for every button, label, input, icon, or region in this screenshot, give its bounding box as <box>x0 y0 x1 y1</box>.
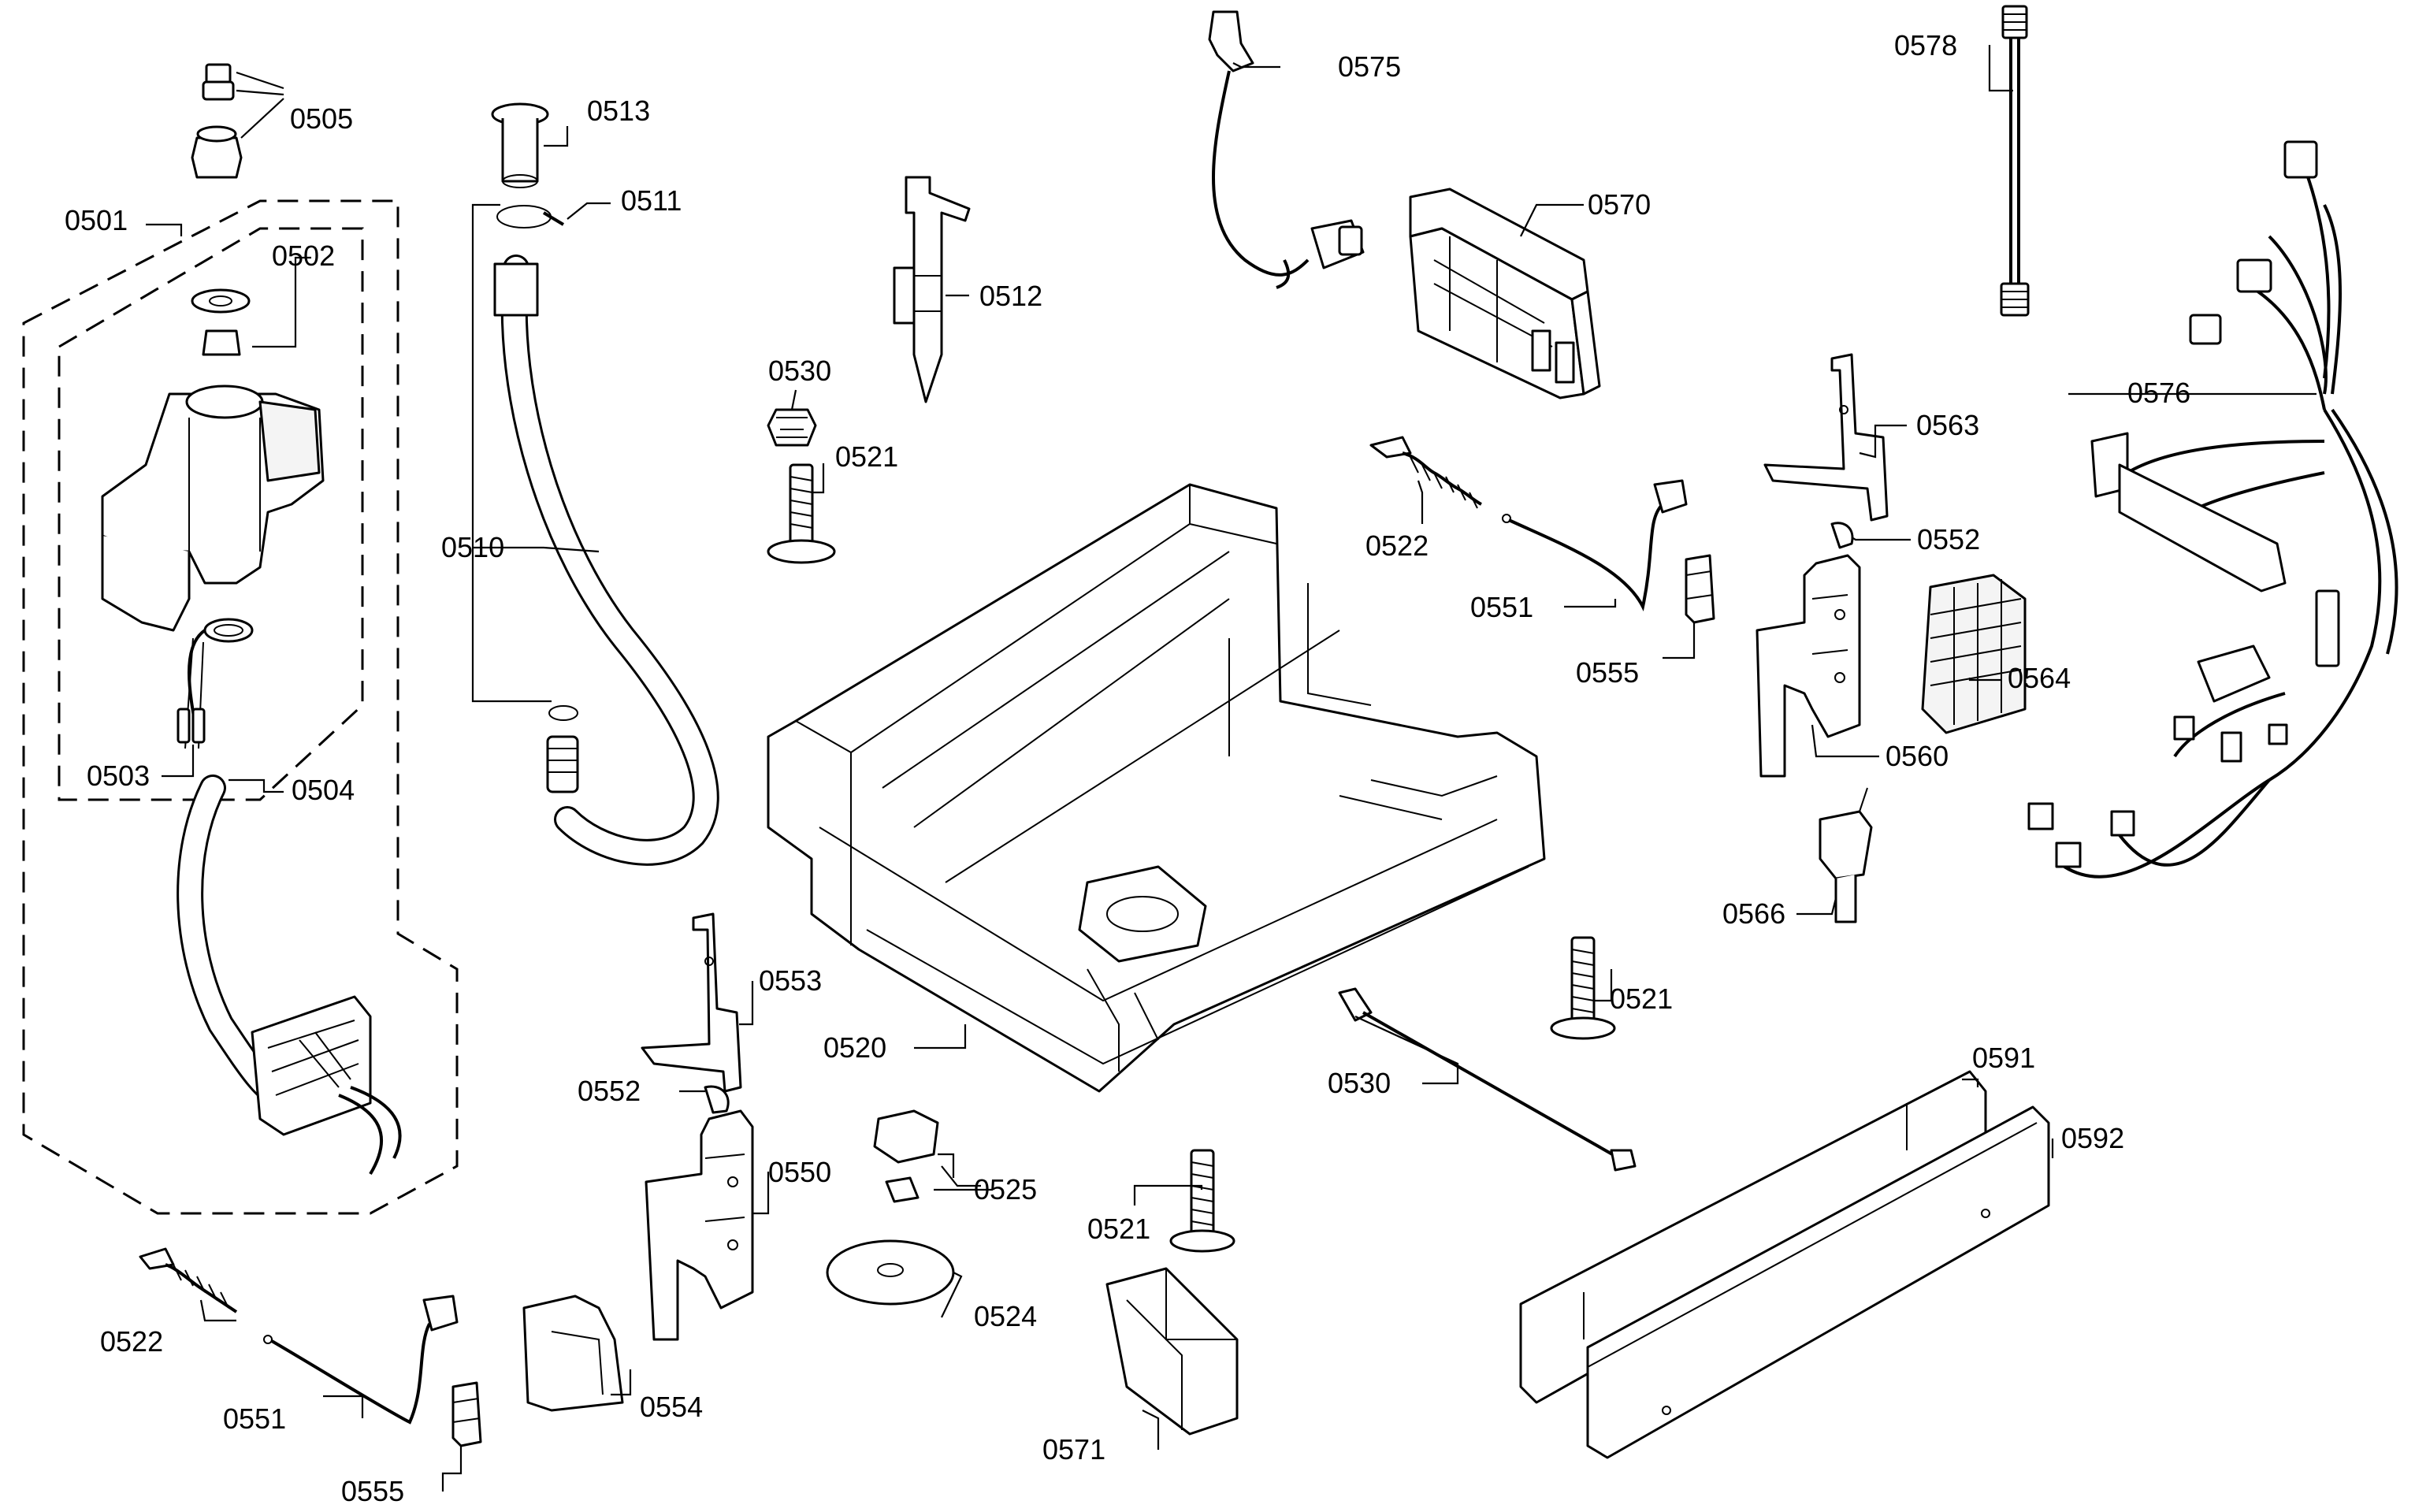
label-0575: 0575 <box>1338 50 1401 83</box>
part-0511-clamp <box>496 205 565 228</box>
label-0505: 0505 <box>290 102 353 135</box>
part-0554-cover <box>522 1295 624 1412</box>
label-0550: 0550 <box>768 1156 831 1188</box>
label-0564: 0564 <box>2008 662 2071 694</box>
label-0501: 0501 <box>65 204 128 236</box>
part-0576-wiring-harness <box>2027 140 2398 879</box>
part-0521-foot-mid <box>1550 936 1616 1040</box>
part-0566-sensor <box>1819 787 1873 923</box>
label-0521-bottom: 0521 <box>1087 1213 1150 1245</box>
part-0551-cable-right <box>1502 479 1688 611</box>
part-0510-drain-hose <box>493 254 719 866</box>
part-0592-kickplate <box>1586 1105 2050 1459</box>
label-0522-right: 0522 <box>1365 529 1429 562</box>
label-0570: 0570 <box>1588 188 1651 221</box>
part-0564-grid-cover <box>1921 574 2027 734</box>
label-0503: 0503 <box>87 760 150 792</box>
assembly-outline-0501 <box>22 199 459 1215</box>
label-0511: 0511 <box>621 184 682 217</box>
part-0552-clip-left <box>704 1085 730 1114</box>
part-0502-valve <box>101 288 325 749</box>
part-0563-hinge-bracket <box>1763 353 1889 522</box>
label-0524: 0524 <box>974 1300 1037 1332</box>
label-0576: 0576 <box>2127 377 2190 409</box>
label-0591: 0591 <box>1972 1042 2035 1074</box>
label-0578: 0578 <box>1894 29 1957 61</box>
label-0530-top: 0530 <box>768 355 831 387</box>
label-0554: 0554 <box>640 1391 703 1423</box>
part-0571-box <box>1105 1267 1239 1436</box>
part-0555-clip-left <box>451 1381 482 1447</box>
label-0555-right: 0555 <box>1576 656 1639 689</box>
part-0524-disc <box>826 1239 955 1306</box>
label-0513: 0513 <box>587 95 650 127</box>
part-0521-foot-bottom <box>1169 1149 1235 1253</box>
part-0505-fittings <box>191 63 243 179</box>
part-labels: 0505 0501 0502 0503 0504 0513 0511 0510 … <box>65 29 2190 1507</box>
label-0504: 0504 <box>292 774 355 806</box>
label-0563: 0563 <box>1916 409 1979 441</box>
label-0510: 0510 <box>441 531 504 563</box>
label-0566: 0566 <box>1722 897 1785 930</box>
part-0512-bracket <box>893 176 971 403</box>
part-0551-cable-left <box>263 1295 459 1425</box>
part-0522-spring-right <box>1369 436 1482 509</box>
label-0521-mid: 0521 <box>1610 983 1673 1015</box>
label-0512: 0512 <box>979 280 1042 312</box>
part-0555-clip-right <box>1685 554 1715 624</box>
label-0592: 0592 <box>2061 1122 2124 1154</box>
label-0551-left: 0551 <box>223 1402 286 1435</box>
label-0551-right: 0551 <box>1470 591 1533 623</box>
label-0571: 0571 <box>1042 1433 1105 1466</box>
part-0525-connector <box>873 1109 939 1203</box>
label-0520: 0520 <box>823 1031 886 1064</box>
assembly-outline-0502 <box>58 227 364 801</box>
part-0578-cable <box>2000 5 2030 317</box>
label-0530-bottom: 0530 <box>1328 1067 1391 1099</box>
leader-lines <box>146 45 2317 1492</box>
part-0521-foot-top <box>767 463 836 564</box>
label-0552-right: 0552 <box>1917 523 1980 555</box>
part-0530-rod <box>1338 987 1637 1172</box>
label-0553: 0553 <box>759 964 822 997</box>
part-0520-base-frame <box>767 483 1546 1093</box>
label-0552-left: 0552 <box>578 1075 641 1107</box>
label-0522-left: 0522 <box>100 1325 163 1358</box>
part-0553-hinge-bracket <box>641 912 742 1093</box>
part-0513-sleeve <box>491 102 549 188</box>
label-0560: 0560 <box>1886 740 1949 772</box>
part-0550-hinge-left <box>645 1109 754 1341</box>
label-0555-left: 0555 <box>341 1475 404 1507</box>
label-0521-top: 0521 <box>835 440 898 473</box>
part-0501-aquastop <box>251 995 402 1176</box>
part-0552-clip-right <box>1830 522 1854 549</box>
part-0530-nut <box>767 408 817 447</box>
part-0560-hinge-right <box>1756 554 1861 778</box>
label-0502: 0502 <box>272 240 335 272</box>
label-0525: 0525 <box>974 1173 1037 1206</box>
part-0522-spring-left <box>139 1247 238 1313</box>
part-0570-control-module <box>1409 188 1601 399</box>
